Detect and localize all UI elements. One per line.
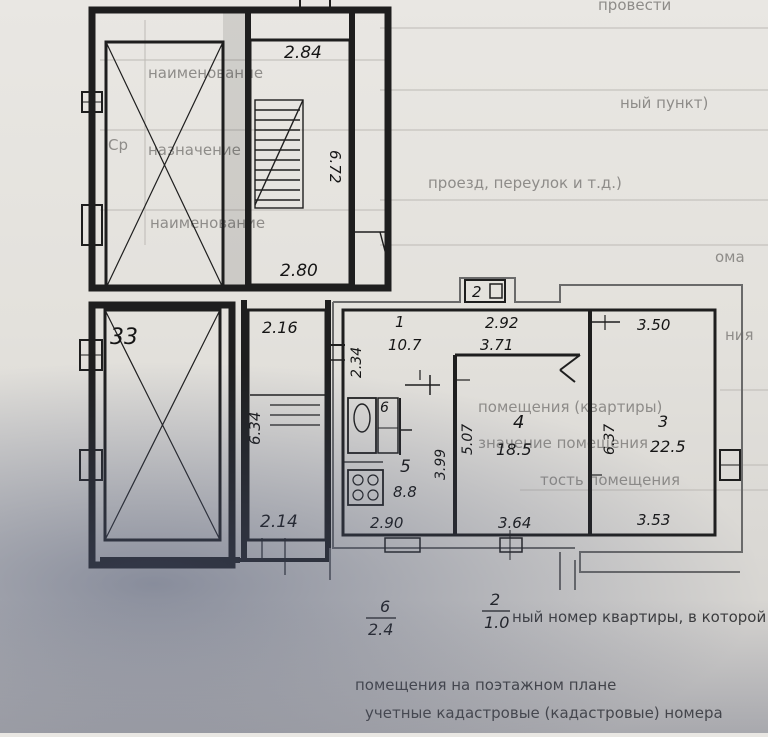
balcony2-number: 2 [490,590,500,609]
room4-side: 5.07 [460,424,476,455]
room4-area: 18.5 [496,440,532,459]
bath-label: 6 [380,400,389,416]
bg-line-10: помещения на поэтажном плане [355,676,616,694]
room3-side: 6.37 [602,424,618,455]
stair-top-width: 2.84 [284,43,322,63]
bg-line-5: ния [725,326,754,344]
room4-bottom: 3.64 [498,514,531,532]
stair-bottom-width: 2.80 [280,261,318,281]
bg-line-8: тость помещения [540,471,680,489]
balcony2-area: 1.0 [484,613,509,632]
room1-side: 2.34 [349,347,365,378]
stair-height: 6.72 [326,150,344,183]
bg-table-label-3: Ср [108,136,128,154]
balcony6-area: 2.4 [368,620,393,639]
bg-line-6: помещения (квартиры) [478,398,662,416]
corridor-height: 6.34 [246,412,264,445]
room3-bottom: 3.53 [637,511,670,529]
plan-labels: 2.84 6.72 2.80 33 2.16 6.34 2.14 1 10.7 … [110,43,686,639]
room2-width: 2.92 [485,314,518,332]
bg-line-3: проезд, переулок и т.д.) [428,174,622,192]
bg-line-1: провести [598,0,671,14]
room3-top: 3.50 [637,316,670,334]
room5-area: 8.8 [393,483,417,501]
room5-number: 5 [400,457,411,477]
background-text: провести ный пункт) проезд, переулок и т… [108,0,768,722]
room1-width: 3.71 [480,336,513,354]
balcony6-number: 6 [380,597,390,616]
room3-area: 22.5 [650,437,686,456]
bg-table-label-1: наименование [148,64,263,82]
bg-line-2: ный пункт) [620,94,708,112]
bg-line-11: учетные кадастровые (кадастровые) номера [365,704,723,722]
left-block [81,0,392,292]
bg-line-9: ный номер квартиры, в которой расположен… [512,608,768,626]
room5-side: 3.99 [433,449,449,480]
room2-number: 2 [472,283,482,301]
bg-table-label-2: наименование [150,214,265,232]
room3-number: 3 [658,412,668,431]
corridor-bottom-width: 2.14 [260,512,298,532]
stairwell-number: 33 [110,325,138,350]
bg-table-label-4: назначение [148,141,241,159]
room1-number: 1 [395,313,405,331]
room1-area: 10.7 [388,336,422,354]
corridor-top-width: 2.16 [262,318,298,337]
bg-line-4: ома [715,248,745,266]
room4-number: 4 [513,412,524,433]
room5-bottom: 2.90 [370,514,403,532]
